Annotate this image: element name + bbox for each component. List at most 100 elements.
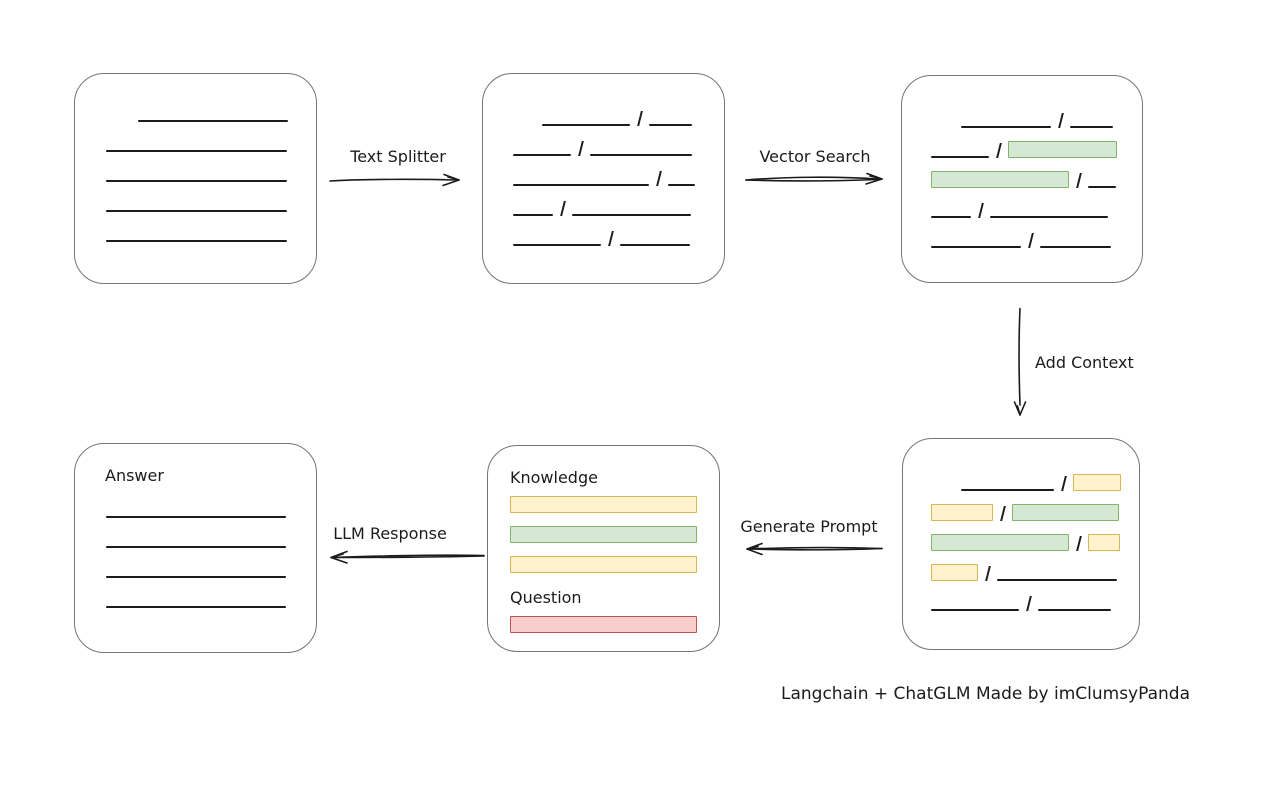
text-line [513, 244, 601, 246]
vector-matched-document-box [901, 75, 1143, 283]
yellow-bar [510, 556, 697, 573]
generate-prompt-arrow-icon [746, 542, 883, 556]
text-rows [903, 439, 1139, 611]
text-line [106, 210, 287, 212]
text-line [138, 120, 288, 122]
text-splitter-label: Text Splitter [350, 147, 446, 166]
text-row [513, 228, 724, 246]
knowledge-label: Knowledge [510, 468, 598, 487]
text-line [106, 180, 287, 182]
text-line [542, 124, 630, 126]
slash-separator [1076, 536, 1082, 551]
source-document-box [74, 73, 317, 284]
question-bars [510, 616, 697, 633]
credit-caption: Langchain + ChatGLM Made by imClumsyPand… [781, 684, 1190, 704]
text-line [1038, 609, 1111, 611]
text-row [513, 168, 724, 186]
answer-box: Answer [74, 443, 317, 653]
slash-separator [578, 141, 584, 156]
context-document-box [902, 438, 1140, 650]
text-line [106, 516, 286, 518]
text-row [106, 530, 286, 548]
text-line [513, 184, 649, 186]
knowledge-bars [510, 496, 697, 573]
slash-separator [1000, 506, 1006, 521]
slash-separator [978, 203, 984, 218]
vector-search-arrow-icon [745, 172, 883, 185]
text-row [931, 230, 1142, 248]
text-line [1040, 246, 1111, 248]
text-row [106, 164, 316, 182]
text-line [990, 216, 1108, 218]
text-line [931, 216, 971, 218]
text-splitter-arrow-icon [329, 173, 460, 187]
slash-separator [637, 111, 643, 126]
box-title-label: Answer [105, 466, 164, 485]
split-document-box [482, 73, 725, 284]
llm-response-label: LLM Response [333, 524, 447, 543]
text-line [931, 609, 1019, 611]
text-line [961, 126, 1051, 128]
text-row [138, 104, 316, 122]
text-line [1088, 186, 1116, 188]
text-line [668, 184, 695, 186]
vector-search-label: Vector Search [759, 147, 871, 166]
text-row [106, 560, 286, 578]
text-line [1070, 126, 1113, 128]
text-row [542, 108, 724, 126]
llm-response-arrow-icon [330, 550, 485, 564]
slash-separator [1076, 173, 1082, 188]
text-row [931, 503, 1139, 521]
text-line [572, 214, 691, 216]
text-row [961, 110, 1142, 128]
yellow-chunk [1073, 474, 1121, 491]
slash-separator [996, 143, 1002, 158]
yellow-bar [510, 496, 697, 513]
generate-prompt-label: Generate Prompt [740, 517, 878, 536]
text-line [513, 154, 571, 156]
slash-separator [608, 231, 614, 246]
text-line [106, 150, 287, 152]
slash-separator [1026, 596, 1032, 611]
text-row [513, 138, 724, 156]
yellow-chunk [931, 504, 993, 521]
add-context-arrow-icon [1013, 307, 1027, 416]
text-row [931, 170, 1142, 188]
green-bar [510, 526, 697, 543]
text-line [106, 240, 287, 242]
slash-separator [560, 201, 566, 216]
text-line [513, 214, 553, 216]
green-chunk [1012, 504, 1119, 521]
add-context-label: Add Context [1035, 353, 1134, 372]
text-row [931, 593, 1139, 611]
text-line [931, 246, 1021, 248]
text-row [961, 473, 1139, 491]
green-chunk [931, 534, 1069, 551]
text-line [590, 154, 692, 156]
text-row [931, 563, 1139, 581]
green-chunk [931, 171, 1069, 188]
slash-separator [656, 171, 662, 186]
text-row [106, 500, 286, 518]
text-rows [483, 74, 724, 246]
question-label: Question [510, 588, 582, 607]
text-row [106, 590, 286, 608]
text-row [931, 533, 1139, 551]
text-line [997, 579, 1117, 581]
text-row [931, 140, 1142, 158]
text-line [106, 546, 286, 548]
text-line [649, 124, 692, 126]
text-line [961, 489, 1054, 491]
text-line [106, 606, 286, 608]
text-row [931, 200, 1142, 218]
yellow-chunk [931, 564, 978, 581]
slash-separator [1061, 476, 1067, 491]
red-bar [510, 616, 697, 633]
green-chunk [1008, 141, 1117, 158]
slash-separator [985, 566, 991, 581]
text-row [106, 194, 316, 212]
yellow-chunk [1088, 534, 1120, 551]
slash-separator [1028, 233, 1034, 248]
